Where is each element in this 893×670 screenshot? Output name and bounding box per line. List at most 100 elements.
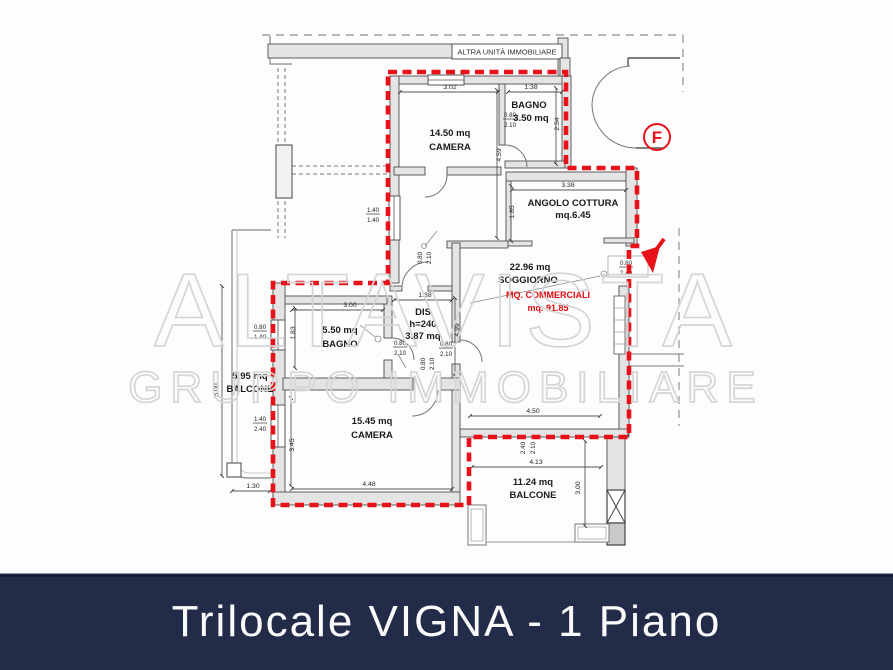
dim-label: 1.40 bbox=[254, 334, 267, 341]
door-arc-dis-top bbox=[401, 261, 429, 289]
watermark: ALTAVISTA GRUPPO IMMOBILIARE bbox=[127, 252, 763, 413]
dim-label: 2.10 bbox=[440, 351, 453, 358]
room-label-bagno2: BAGNO bbox=[322, 339, 357, 350]
title-banner: Trilocale VIGNA - 1 Piano bbox=[0, 573, 893, 670]
leader-circle bbox=[421, 243, 427, 249]
room-label-camera2: CAMERA bbox=[351, 430, 393, 441]
listing-title: Trilocale VIGNA - 1 Piano bbox=[171, 597, 722, 646]
room-label-bagno2: 5.50 mq bbox=[322, 325, 358, 336]
entrance-arrow-icon bbox=[641, 246, 660, 273]
radiator bbox=[613, 295, 626, 355]
room-label-angolo-cottura: ANGOLO COTTURA bbox=[528, 198, 619, 209]
dim-label: 2.10 bbox=[394, 350, 407, 357]
wall-band bbox=[440, 377, 461, 391]
door-arc-camera2 bbox=[411, 389, 439, 417]
entrance-door-arc bbox=[591, 104, 637, 149]
leader-line bbox=[397, 353, 407, 369]
dim-label: 2.40 bbox=[254, 426, 267, 433]
room-label-balcone2: BALCONE bbox=[510, 490, 557, 501]
top-wall-band bbox=[267, 43, 453, 59]
entrance-door-arc bbox=[591, 65, 631, 107]
wall-band bbox=[504, 160, 566, 169]
door-arc-camera1 bbox=[424, 174, 448, 198]
dim-label: 3.02 bbox=[443, 84, 456, 91]
fixture-box bbox=[467, 504, 487, 546]
room-label-dis: h=240 bbox=[409, 319, 436, 330]
dim-label: 1.40 bbox=[254, 416, 267, 423]
fixture-box-inner bbox=[470, 508, 484, 542]
dim-label: 4.59 bbox=[496, 148, 503, 161]
room-label-dis: 3.87 mq bbox=[405, 331, 441, 342]
apartment-boundary bbox=[270, 69, 640, 508]
wall-band bbox=[389, 285, 403, 292]
leader-circle bbox=[374, 335, 382, 343]
dim-label: 1.38 bbox=[524, 84, 537, 91]
dim-label: 4.48 bbox=[362, 481, 375, 488]
dim-label: 0.80 bbox=[394, 340, 407, 347]
dim-label: 4.50 bbox=[526, 408, 539, 415]
pillar bbox=[275, 144, 293, 199]
entrance-arrow-tail bbox=[654, 237, 666, 252]
room-label-angolo-cottura: mq.6.45 bbox=[555, 210, 591, 221]
dim-label: 5.00 bbox=[213, 383, 220, 396]
room-label-bagno1: BAGNO bbox=[511, 100, 546, 111]
wall-band bbox=[393, 166, 426, 176]
floor-marker-circle bbox=[643, 123, 671, 151]
dim-label: 2.54 bbox=[554, 117, 561, 130]
dim-label: 3.00 bbox=[343, 302, 356, 309]
dim-label: 1.38 bbox=[418, 292, 431, 299]
leader-circle bbox=[600, 270, 608, 278]
dim-label: 0.80 bbox=[420, 357, 427, 370]
dim-label: 2.40 bbox=[620, 270, 633, 277]
dim-label: 0.80 bbox=[620, 260, 633, 267]
floor-marker: F bbox=[643, 123, 671, 151]
floor-plan: ALTRA UNITÀ IMMOBILIARE bbox=[127, 34, 763, 546]
leader-line bbox=[359, 324, 376, 338]
other-unit-label: ALTRA UNITÀ IMMOBILIARE bbox=[457, 48, 556, 57]
pillar-filled bbox=[606, 522, 626, 546]
label-mq-commerciali: mq. 91.85 bbox=[527, 303, 568, 313]
dim-label: 0.80 bbox=[417, 251, 424, 264]
dim-label: 2.10 bbox=[504, 122, 517, 129]
wall-band bbox=[463, 75, 571, 85]
wall-band bbox=[282, 377, 414, 391]
dim-label: 1.83 bbox=[290, 326, 297, 339]
pillar bbox=[226, 462, 242, 478]
walls bbox=[226, 74, 638, 546]
dim-label: 2.10 bbox=[426, 251, 433, 264]
dimension-labels: 3.02 1.38 3.38 3.00 1.38 4.48 4.13 1.30 … bbox=[213, 84, 633, 495]
wall-band bbox=[427, 285, 453, 292]
watermark-subbrand: GRUPPO IMMOBILIARE bbox=[128, 363, 763, 412]
dim-label: 1.85 bbox=[509, 205, 516, 218]
room-labels: 14.50 mq CAMERA BAGNO 3.50 mq ANGOLO COT… bbox=[227, 100, 619, 501]
room-label-balcone2: 11.24 mq bbox=[513, 477, 553, 488]
entrance-marker bbox=[641, 237, 666, 273]
fixture-box bbox=[574, 523, 610, 543]
dim-label: 1.40 bbox=[367, 217, 380, 224]
banner-top-edge bbox=[0, 575, 893, 577]
room-label-camera1: CAMERA bbox=[429, 142, 471, 153]
pillar-x-line bbox=[606, 489, 626, 524]
floor-plan-area: ALTRA UNITÀ IMMOBILIARE bbox=[127, 34, 763, 546]
wall-band bbox=[446, 240, 509, 249]
room-label-camera1: 14.50 mq bbox=[430, 128, 471, 139]
window bbox=[388, 195, 401, 241]
room-label-bagno1: 3.50 mq bbox=[513, 113, 549, 124]
leader-line bbox=[424, 230, 438, 247]
room-label-balcone1: 5.95 mq bbox=[232, 371, 268, 382]
dim-label: 0.80 bbox=[254, 324, 267, 331]
dim-label: 0.80 bbox=[440, 341, 453, 348]
wall-band bbox=[383, 295, 393, 339]
dim-label: 2.10 bbox=[429, 357, 436, 370]
dim-label: 3.45 bbox=[289, 438, 296, 451]
watermark-brand: ALTAVISTA bbox=[154, 253, 738, 369]
floor-marker-letter: F bbox=[652, 128, 662, 147]
room-label-soggiorno: 22.96 mq bbox=[510, 262, 551, 273]
leader-line bbox=[469, 275, 601, 304]
dim-label: 3.00 bbox=[575, 481, 582, 494]
wall-band bbox=[505, 171, 637, 182]
wall-band bbox=[389, 75, 400, 197]
wall-band bbox=[459, 428, 629, 438]
room-label-dis: DIS bbox=[415, 307, 431, 318]
